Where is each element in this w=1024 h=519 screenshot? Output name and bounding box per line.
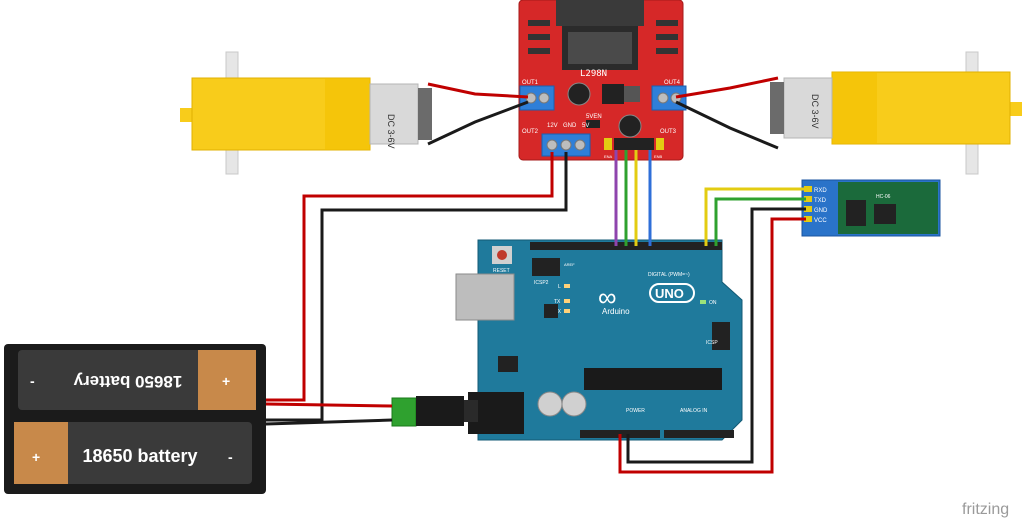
battery-bottom-minus: - [228, 449, 233, 465]
battery-top-plus: + [222, 373, 230, 389]
out2-label: OUT2 [522, 129, 539, 135]
battery-bottom-plus: + [32, 449, 40, 465]
bt-pin-gnd: GND [814, 208, 828, 214]
arduino-logo: ∞ [598, 282, 617, 312]
icsp-label: ICSP [706, 340, 718, 346]
battery-holder: 18650 battery + - 18650 battery + - [4, 344, 266, 494]
hc06-module: HC-06 RXD TXD GND VCC [801, 179, 941, 237]
bt-pin-rxd: RXD [814, 188, 827, 194]
out3-label: OUT3 [660, 129, 677, 135]
power-wires [265, 152, 568, 426]
led-on-label: ON [709, 300, 717, 306]
right-motor: DC 3-6V [770, 51, 1022, 175]
out1-label: OUT1 [522, 80, 539, 86]
fritzing-watermark: fritzing [962, 501, 1009, 518]
gnd-label: GND [563, 123, 577, 129]
sven-label: 5VEN [586, 114, 602, 120]
left-motor: DC 3-6V [180, 51, 432, 175]
analog-label: ANALOG IN [680, 408, 708, 414]
enb-label: ENB [654, 154, 663, 159]
bt-pin-vcc: VCC [814, 218, 827, 224]
arduino-brand: Arduino [602, 307, 630, 316]
battery-bottom-label: 18650 battery [82, 446, 197, 466]
signal-wires [614, 150, 652, 246]
arduino-uno-board: RESET ICSP2 DIGITAL (PWM=~) AREF L TX RX… [455, 239, 743, 441]
v12-label: 12V [547, 123, 558, 129]
v5-label: 5V [582, 123, 589, 129]
bluetooth-wires [618, 187, 806, 474]
out4-label: OUT4 [664, 80, 681, 86]
dc-adapter [391, 396, 478, 427]
right-motor-label: DC 3-6V [810, 94, 820, 129]
aref-label: AREF [564, 262, 575, 267]
battery-top-minus: - [30, 373, 35, 389]
left-motor-label: DC 3-6V [386, 114, 396, 149]
reset-label: RESET [493, 268, 510, 274]
chip-label: L298N [580, 69, 607, 79]
battery-top-label: 18650 battery [73, 372, 182, 391]
l298n-driver: L298N 5VEN OUT1 OUT2 OUT4 OUT3 12V GND [518, 0, 687, 161]
motor-wires [427, 76, 779, 150]
icsp2-label: ICSP2 [534, 280, 549, 286]
led-l-label: L [558, 284, 561, 290]
arduino-model: UNO [655, 286, 684, 301]
bt-module-label: HC-06 [876, 194, 891, 200]
led-tx-label: TX [554, 299, 561, 305]
ena-label: ENA [604, 154, 613, 159]
bt-pin-txd: TXD [814, 198, 827, 204]
digital-label: DIGITAL (PWM=~) [648, 272, 690, 278]
power-label: POWER [626, 408, 645, 414]
